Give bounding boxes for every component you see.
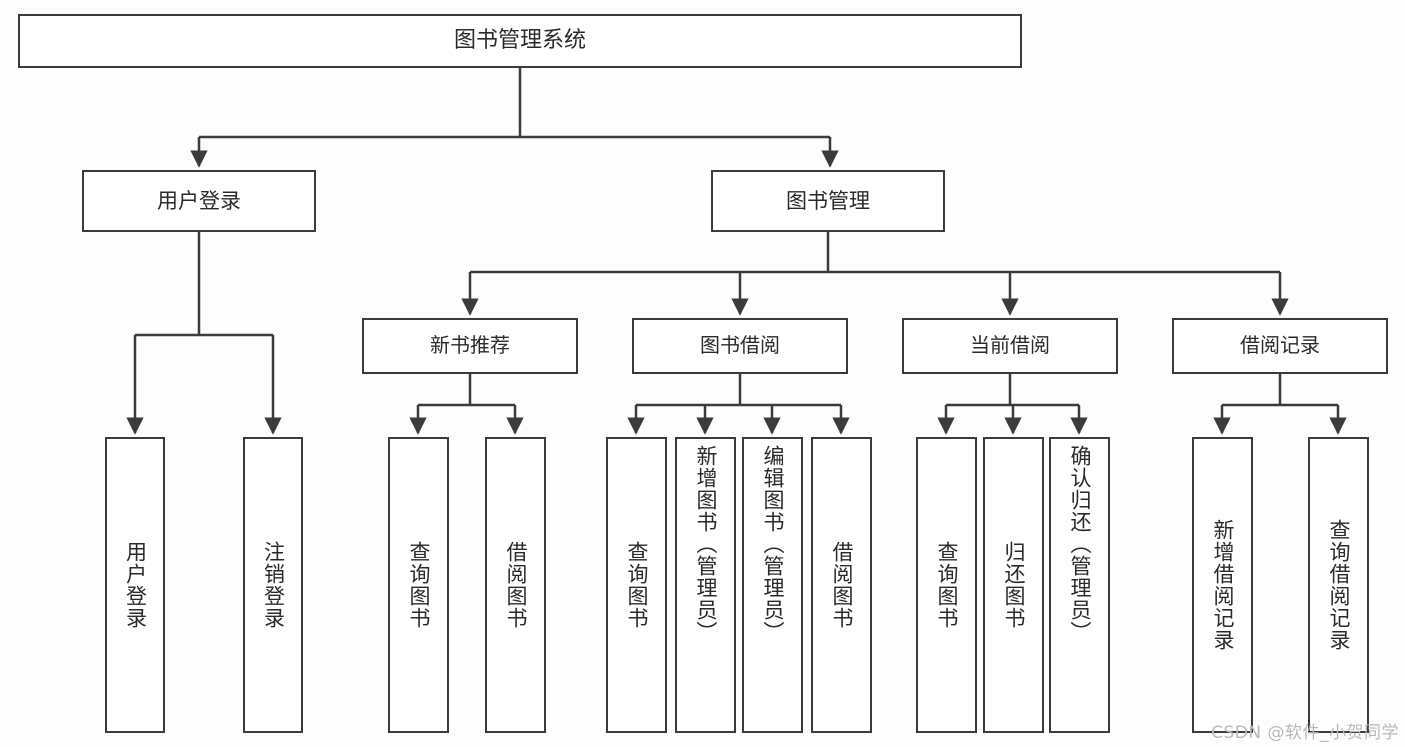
node-borrow-book-recommend[interactable]: 借阅图书	[485, 437, 546, 733]
node-borrow-book-recommend-label: 借阅图书	[504, 541, 528, 629]
node-book-management[interactable]: 图书管理	[711, 170, 945, 232]
node-query-book-current[interactable]: 查询图书	[916, 437, 977, 733]
node-confirm-return-admin-label: 确认归还（管理员）	[1068, 445, 1092, 643]
node-edit-book-admin[interactable]: 编辑图书（管理员）	[742, 437, 803, 733]
node-query-book-borrow[interactable]: 查询图书	[606, 437, 667, 733]
node-new-book-recommend[interactable]: 新书推荐	[362, 318, 578, 374]
node-user-login-action-label: 用户登录	[123, 541, 148, 629]
node-return-book-label: 归还图书	[1002, 541, 1026, 629]
watermark: CSDN @软件_小贺同学	[1211, 723, 1399, 743]
node-query-borrow-record-label: 查询借阅记录	[1327, 519, 1351, 651]
node-query-borrow-record[interactable]: 查询借阅记录	[1308, 437, 1369, 733]
node-book-borrow[interactable]: 图书借阅	[632, 318, 848, 374]
node-user-login-action[interactable]: 用户登录	[105, 437, 165, 733]
node-add-book-admin-label: 新增图书（管理员）	[694, 445, 718, 643]
node-confirm-return-admin[interactable]: 确认归还（管理员）	[1049, 437, 1110, 733]
node-current-borrow-label: 当前借阅	[970, 333, 1050, 358]
node-current-borrow[interactable]: 当前借阅	[902, 318, 1118, 374]
node-query-book-recommend[interactable]: 查询图书	[388, 437, 449, 733]
node-book-borrow-label: 图书借阅	[700, 333, 780, 358]
node-query-book-current-label: 查询图书	[935, 541, 959, 629]
node-root[interactable]: 图书管理系统	[18, 14, 1022, 68]
node-borrow-book-action-label: 借阅图书	[830, 541, 854, 629]
node-borrow-record-label: 借阅记录	[1240, 333, 1320, 358]
node-borrow-book-action[interactable]: 借阅图书	[811, 437, 872, 733]
node-root-label: 图书管理系统	[453, 28, 586, 54]
node-edit-book-admin-label: 编辑图书（管理员）	[761, 445, 785, 643]
node-add-borrow-record[interactable]: 新增借阅记录	[1192, 437, 1253, 733]
node-user-login-label: 用户登录	[157, 188, 241, 213]
node-query-book-recommend-label: 查询图书	[407, 541, 431, 629]
node-add-book-admin[interactable]: 新增图书（管理员）	[675, 437, 736, 733]
node-new-book-recommend-label: 新书推荐	[430, 333, 510, 358]
node-return-book[interactable]: 归还图书	[983, 437, 1044, 733]
node-user-logout-action-label: 注销登录	[261, 541, 286, 629]
node-user-logout-action[interactable]: 注销登录	[243, 437, 303, 733]
node-borrow-record[interactable]: 借阅记录	[1172, 318, 1388, 374]
node-query-book-borrow-label: 查询图书	[625, 541, 649, 629]
node-add-borrow-record-label: 新增借阅记录	[1211, 519, 1235, 651]
node-user-login[interactable]: 用户登录	[82, 170, 316, 232]
node-book-management-label: 图书管理	[786, 188, 870, 213]
